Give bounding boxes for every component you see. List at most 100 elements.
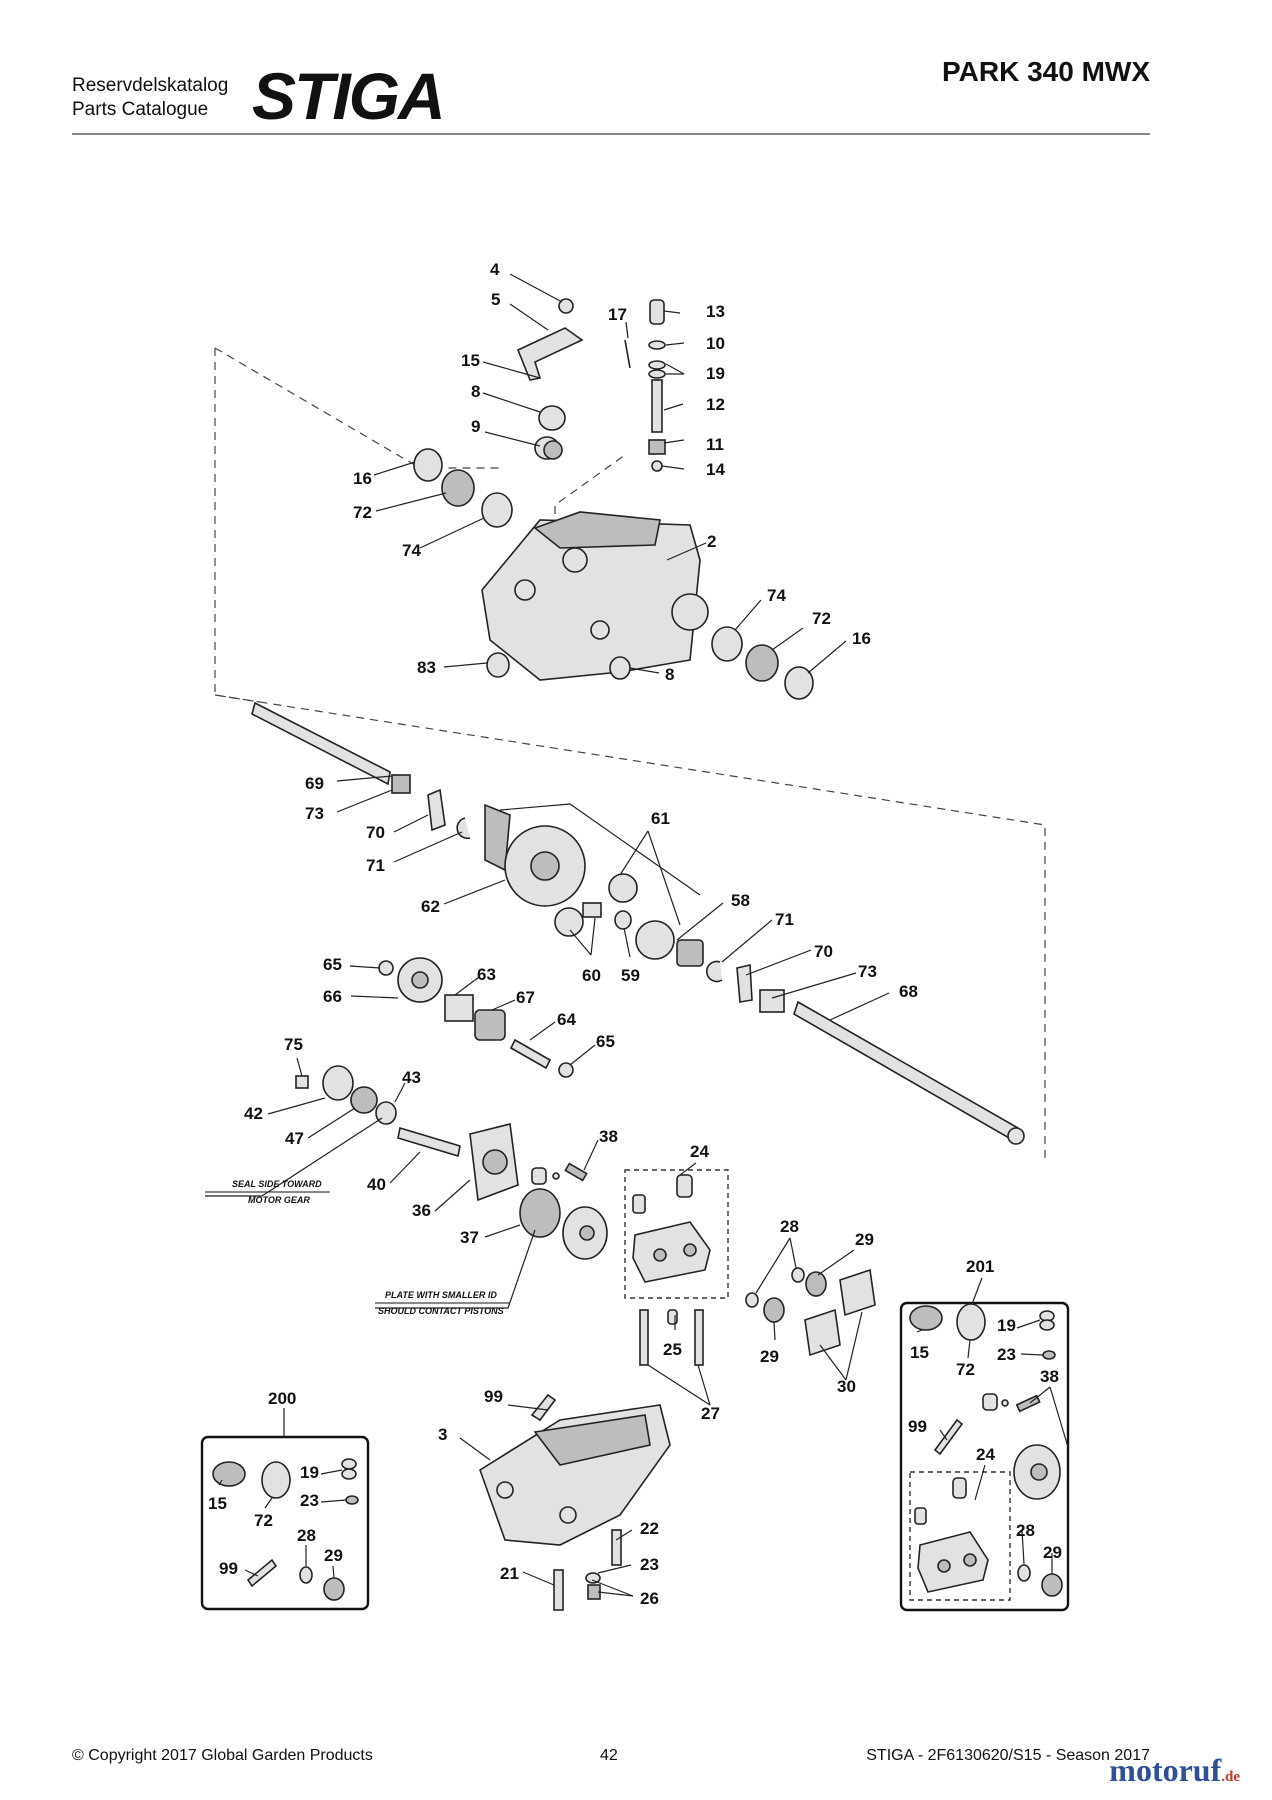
callout-28: 28 [297,1526,316,1545]
callout-2: 2 [707,532,716,551]
callout-72: 72 [254,1511,273,1530]
callout-83: 83 [417,658,436,677]
catalog-label: Reservdelskatalog Parts Catalogue [72,74,228,122]
note-plate-line-1: PLATE WITH SMALLER ID [385,1290,497,1300]
footer-page-number: 42 [600,1747,618,1764]
callout-29: 29 [1043,1543,1062,1562]
callout-66: 66 [323,987,342,1006]
callout-13: 13 [706,302,725,321]
callout-24: 24 [976,1445,995,1464]
callout-36: 36 [412,1201,431,1220]
kit-200 [200,1435,370,1611]
callout-61: 61 [651,809,670,828]
header-divider [72,133,1150,135]
callout-3: 3 [438,1425,447,1444]
callout-62: 62 [421,897,440,916]
callout-71: 71 [366,856,385,875]
callout-43: 43 [402,1068,421,1087]
callout-74: 74 [402,541,421,560]
part-callouts: 4 5 17 13 10 19 15 8 12 9 11 14 16 72 74… [208,260,1062,1608]
callout-75: 75 [284,1035,303,1054]
callout-19: 19 [997,1316,1016,1335]
watermark: motoruf.de [1109,1752,1240,1789]
callout-23: 23 [300,1491,319,1510]
left-axle [251,701,511,872]
callout-99: 99 [219,1559,238,1578]
catalog-label-swedish: Reservdelskatalog [72,75,229,96]
callout-27: 27 [701,1404,720,1423]
catalog-label-english: Parts Catalogue [72,99,209,120]
callout-15: 15 [461,351,480,370]
callout-21: 21 [500,1564,519,1583]
callout-40: 40 [367,1175,386,1194]
callout-201: 201 [966,1257,994,1276]
callout-30: 30 [837,1377,856,1396]
callout-72: 72 [353,503,372,522]
callout-72: 72 [812,609,831,628]
footer-catalog-ref: STIGA - 2F6130620/S15 - Season 2017 [866,1747,1150,1764]
callout-17: 17 [608,305,627,324]
callout-16: 16 [852,629,871,648]
top-small-parts [516,298,666,472]
note-seal-line-2: MOTOR GEAR [248,1195,310,1205]
differential-gears [504,825,785,1013]
callout-12: 12 [706,395,725,414]
callout-19: 19 [300,1463,319,1482]
callout-99: 99 [908,1417,927,1436]
callout-11: 11 [706,435,724,454]
callout-38: 38 [1040,1367,1059,1386]
callout-70: 70 [366,823,385,842]
callout-16: 16 [353,469,372,488]
callout-25: 25 [663,1340,682,1359]
callout-10: 10 [706,334,725,353]
callout-5: 5 [491,290,500,309]
model-title: PARK 340 MWX [942,56,1150,87]
callout-28: 28 [780,1217,799,1236]
callout-37: 37 [460,1228,479,1247]
callout-74: 74 [767,586,786,605]
callout-58: 58 [731,891,750,910]
callout-72: 72 [956,1360,975,1379]
callout-19: 19 [706,364,725,383]
callout-47: 47 [285,1129,304,1148]
note-seal-line-1: SEAL SIDE TOWARD [232,1179,322,1189]
right-axle [793,1000,1025,1145]
callout-23: 23 [997,1345,1016,1364]
callout-15: 15 [208,1494,227,1513]
callout-63: 63 [477,965,496,984]
callout-38: 38 [599,1127,618,1146]
callout-29: 29 [855,1230,874,1249]
callout-28: 28 [1016,1521,1035,1540]
callout-29: 29 [760,1347,779,1366]
callout-99: 99 [484,1387,503,1406]
callout-8: 8 [471,382,480,401]
callout-65: 65 [596,1032,615,1051]
right-valve-parts [745,1267,876,1357]
watermark-name: motoruf [1109,1752,1222,1788]
callout-73: 73 [305,804,324,823]
stiga-logo: STIGA [252,59,472,133]
callout-42: 42 [244,1104,263,1123]
callout-64: 64 [557,1010,576,1029]
watermark-tld: .de [1221,1769,1240,1785]
lower-housing [479,1393,671,1611]
assembly-notes: SEAL SIDE TOWARD MOTOR GEAR PLATE WITH S… [205,1179,510,1316]
callout-22: 22 [640,1519,659,1538]
callout-26: 26 [640,1589,659,1608]
callout-9: 9 [471,417,480,436]
callout-200: 200 [268,1389,296,1408]
callout-65: 65 [323,955,342,974]
callout-15: 15 [910,1343,929,1362]
callout-69: 69 [305,774,324,793]
note-plate-line-2: SHOULD CONTACT PISTONS [378,1306,504,1316]
callout-73: 73 [858,962,877,981]
callout-60: 60 [582,966,601,985]
stiga-logo-text: STIGA [252,64,444,124]
left-bearing-stack [413,448,631,680]
callout-29: 29 [324,1546,343,1565]
callout-71: 71 [775,910,794,929]
callout-14: 14 [706,460,725,479]
callout-59: 59 [621,966,640,985]
countershaft-parts [295,957,574,1202]
